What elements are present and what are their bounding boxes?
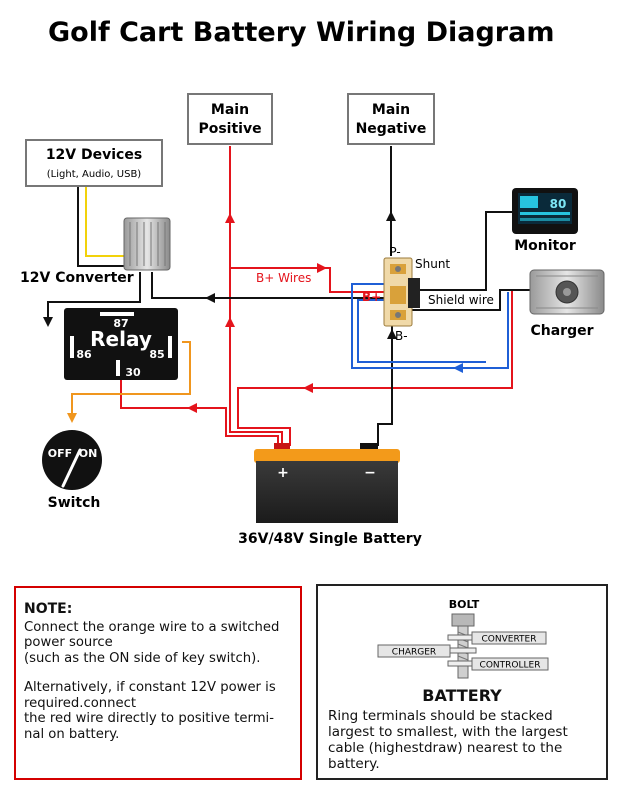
main-positive-line2: Positive [198,121,261,137]
relay-pin-86: 86 [76,348,92,361]
monitor-wire [410,211,514,291]
main-negative-line2: Negative [356,121,427,137]
main-positive-line1: Main [211,102,249,118]
bolt-battery-title: BATTERY [422,686,502,705]
note-paragraph-2: Alternatively, if constant 12V power is … [24,680,276,742]
bolt-label: BOLT [449,598,480,611]
bolt-stack-diagram: BOLT CONVERTER CHARGER CONTROLLER [377,598,549,679]
battery-plus-label: + [277,465,289,481]
bolt-description: Ring terminals should be stacked largest… [328,708,568,772]
battery-negative-black-wire [377,326,393,446]
switch-on-label: ON [79,447,98,460]
charger-label: Charger [530,323,593,339]
switch-off-label: OFF [48,447,72,460]
devices-subtitle: (Light, Audio, USB) [47,169,142,180]
note-box: NOTE: Connect the orange wire to a switc… [14,586,302,780]
yellow-wire [85,186,126,257]
converter-label: 12V Converter [20,270,134,286]
main-positive-box: Main Positive [187,93,273,145]
shield-wire-label: Shield wire [428,293,494,307]
battery-minus-label: − [364,465,376,481]
charger: Charger [529,269,605,339]
key-switch: OFF ON Switch [42,430,102,511]
devices-black-wire [77,186,126,267]
battery: + − 36V/48V Single Battery [238,443,422,547]
charger-red-wire [237,290,513,446]
relay30-red-wire [120,380,279,446]
relay-pin-85: 85 [149,348,164,361]
battery-label: 36V/48V Single Battery [238,531,422,547]
bolt-stack-box: BOLT CONVERTER CHARGER CONTROLLER BATTER… [316,584,608,780]
switch-label: Switch [48,495,101,511]
relay: 87 Relay 86 85 30 [64,308,178,380]
note-heading: NOTE: [24,601,73,617]
relay-label: Relay [90,327,152,351]
charger-black-wire [410,289,530,311]
shunt-label: Shunt [415,257,450,271]
bolt-charger-label: CHARGER [392,648,436,658]
monitor: 80 Monitor [512,188,578,254]
shunt-bminus-label: B- [395,329,408,343]
diagram-title: Golf Cart Battery Wiring Diagram [48,17,554,48]
blue-shield-wire [351,283,509,369]
converter-negative-wire [151,272,384,299]
shunt: P- Shunt B+ Shield wire B- [362,245,494,343]
shunt-p-label: P- [389,245,400,259]
monitor-reading: 80 [550,197,567,211]
blue-shield-wire-2 [357,299,486,363]
bolt-controller-label: CONTROLLER [480,661,541,671]
bolt-converter-label: CONVERTER [482,635,537,645]
bplus-wires-label: B+ Wires [256,271,311,285]
devices-title: 12V Devices [46,147,142,163]
note-paragraph-1: Connect the orange wire to a switched po… [24,619,280,666]
monitor-label: Monitor [514,238,576,254]
main-positive-red-wire [229,146,283,446]
orange-switch-wire [67,341,191,423]
main-negative-box: Main Negative [347,93,435,145]
devices-box: 12V Devices (Light, Audio, USB) [25,139,163,187]
shunt-bplus-label: B+ [362,290,381,304]
wires [43,146,530,446]
relay-pin-30: 30 [125,366,141,379]
converter: 12V Converter [20,217,171,286]
relay-pin-87: 87 [113,317,128,330]
main-negative-line1: Main [372,102,410,118]
bplus-red-wire [230,267,384,293]
